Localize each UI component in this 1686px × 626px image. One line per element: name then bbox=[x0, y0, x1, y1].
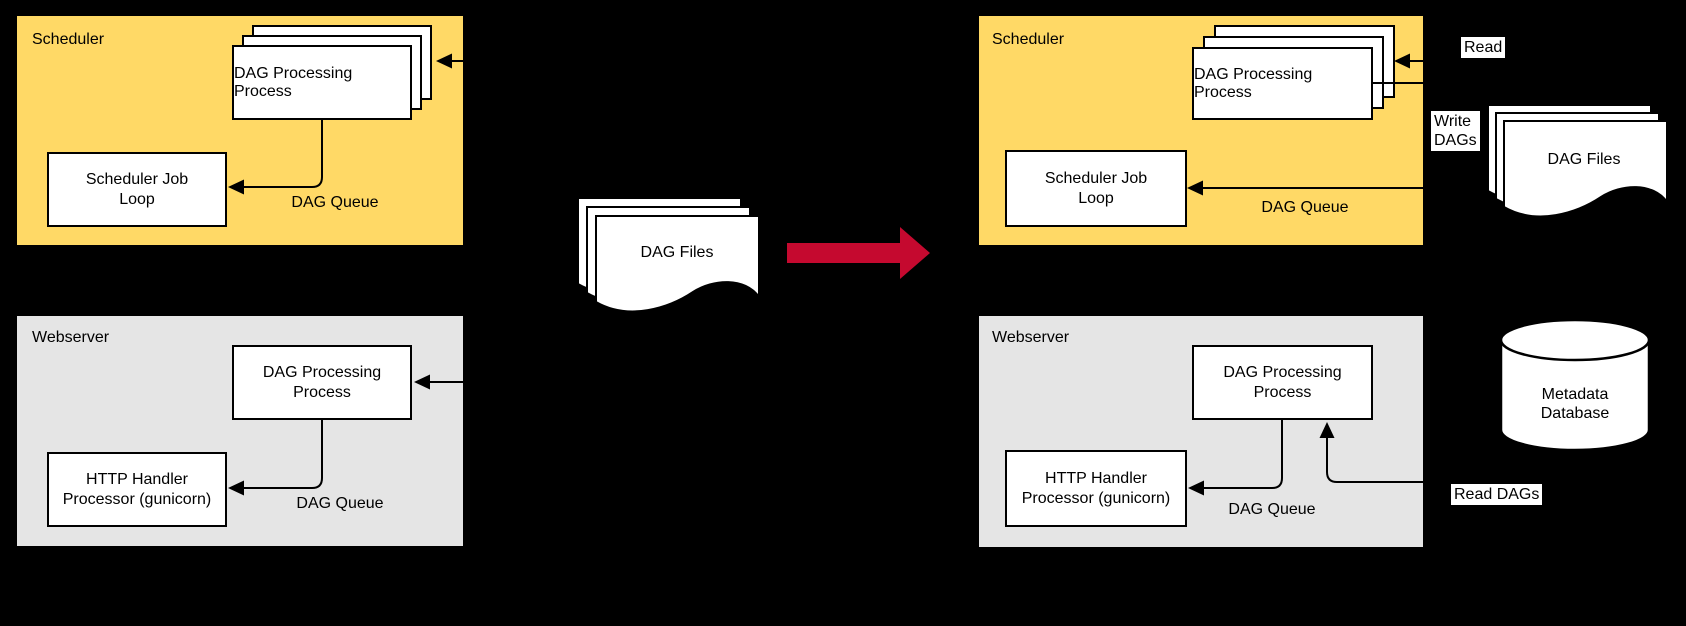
read-tag: Read bbox=[1461, 37, 1506, 58]
read-dags-tag: Read DAGs bbox=[1451, 484, 1543, 505]
write-dags-tag: Write DAGs bbox=[1431, 111, 1480, 151]
metadata-database-cylinder bbox=[1499, 318, 1651, 452]
left-webserver-dag-queue-label: DAG Queue bbox=[296, 495, 384, 512]
center-dag-files-stack bbox=[577, 197, 760, 313]
left-webserver-http-handler-label: HTTP Handler Processor (gunicorn) bbox=[62, 470, 212, 508]
left-scheduler-job-loop-box: Scheduler Job Loop bbox=[47, 152, 227, 227]
left-webserver-http-handler-box: HTTP Handler Processor (gunicorn) bbox=[47, 452, 227, 527]
left-scheduler-job-loop-label: Scheduler Job Loop bbox=[85, 170, 189, 208]
left-webserver-title: Webserver bbox=[32, 329, 110, 346]
right-scheduler-job-loop-box: Scheduler Job Loop bbox=[1005, 150, 1187, 227]
right-scheduler-dag-processing-box: DAG Processing Process bbox=[1192, 47, 1373, 120]
cylinder-top bbox=[1499, 318, 1651, 362]
left-webserver-dag-processing-label: DAG Processing Process bbox=[262, 363, 382, 401]
left-scheduler-dag-queue-label: DAG Queue bbox=[291, 194, 379, 211]
right-webserver-title: Webserver bbox=[992, 329, 1070, 346]
right-scheduler-title: Scheduler bbox=[992, 31, 1065, 48]
document-sheet-front bbox=[595, 215, 760, 313]
center-dag-files-label: DAG Files bbox=[640, 244, 714, 261]
left-scheduler-dag-processing-box: DAG Processing Process bbox=[232, 45, 412, 120]
document-sheet-front bbox=[1503, 120, 1668, 218]
right-webserver-dag-queue-label: DAG Queue bbox=[1228, 501, 1316, 518]
right-webserver-dag-processing-box: DAG Processing Process bbox=[1192, 345, 1373, 420]
right-dag-files-stack bbox=[1487, 104, 1668, 218]
right-dag-files-label: DAG Files bbox=[1547, 151, 1621, 168]
right-scheduler-dag-processing-label: DAG Processing Process bbox=[1194, 65, 1313, 101]
transition-arrow bbox=[787, 227, 930, 279]
left-scheduler-dag-processing-label: DAG Processing Process bbox=[234, 64, 353, 100]
metadata-database-label: Metadata Database bbox=[1540, 386, 1610, 422]
right-webserver-http-handler-label: HTTP Handler Processor (gunicorn) bbox=[1021, 469, 1171, 507]
left-webserver-dag-processing-box: DAG Processing Process bbox=[232, 345, 412, 420]
right-scheduler-job-loop-label: Scheduler Job Loop bbox=[1044, 169, 1148, 207]
left-scheduler-title: Scheduler bbox=[32, 31, 105, 48]
right-webserver-http-handler-box: HTTP Handler Processor (gunicorn) bbox=[1005, 450, 1187, 527]
right-scheduler-dag-queue-label: DAG Queue bbox=[1261, 199, 1349, 216]
right-webserver-dag-processing-label: DAG Processing Process bbox=[1223, 363, 1342, 401]
